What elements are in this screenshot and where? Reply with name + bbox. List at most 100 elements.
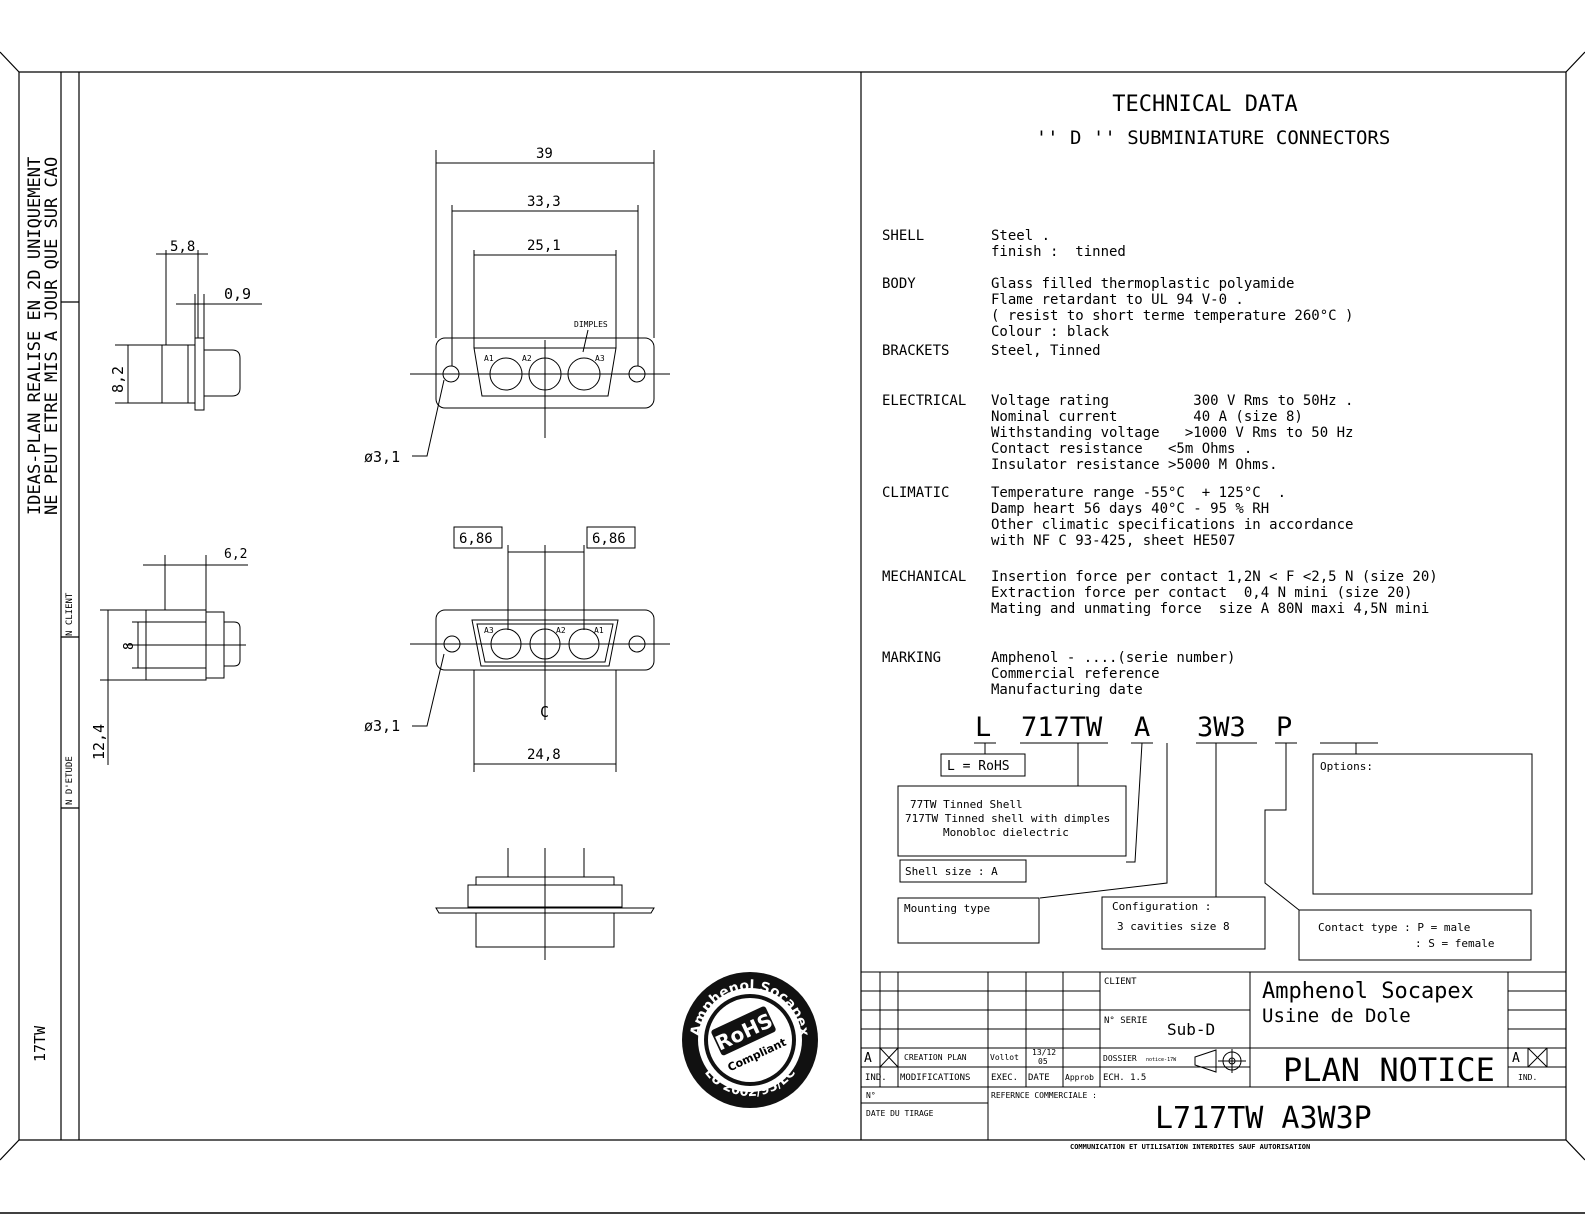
tb-ind-right: IND.: [1518, 1073, 1537, 1082]
dim-0-9: 0,9: [224, 285, 251, 303]
tb-no: N°: [866, 1091, 876, 1100]
dim-25-1: 25,1: [527, 238, 561, 254]
options-box: Options:: [1320, 760, 1373, 773]
tb-plan-notice: PLAN NOTICE: [1283, 1051, 1495, 1089]
tb-ind: IND.: [865, 1073, 887, 1083]
spec-line: Withstanding voltage >1000 V Rms to 50 H…: [991, 425, 1353, 441]
side-label-etude: N D'ETUDE: [65, 756, 75, 805]
code-char-l: L: [975, 712, 991, 743]
tb-exec: EXEC.: [991, 1073, 1018, 1083]
shell-box-line1: 77TW Tinned Shell: [910, 798, 1023, 811]
title-main: TECHNICAL DATA: [1112, 92, 1297, 117]
spec-line: Glass filled thermoplastic polyamide: [991, 276, 1294, 292]
shell-size-box: Shell size : A: [905, 865, 998, 878]
dim-6-86-right: 6,86: [592, 531, 626, 547]
tb-site: Usine de Dole: [1262, 1005, 1411, 1027]
tb-serie-label: N° SERIE: [1104, 1016, 1147, 1026]
spec-line: Flame retardant to UL 94 V-0 .: [991, 292, 1244, 308]
dim-6-2: 6,2: [224, 547, 247, 562]
dim-33-3: 33,3: [527, 194, 561, 210]
tb-serie-value: Sub-D: [1167, 1020, 1215, 1039]
dim-hole-top: ø3,1: [364, 448, 400, 466]
title-sub: '' D '' SUBMINIATURE CONNECTORS: [1036, 127, 1391, 149]
side-view-bottom: [100, 555, 248, 765]
rohs-code-box: L = RoHS: [947, 759, 1010, 774]
spec-line: Contact resistance <5m Ohms .: [991, 441, 1252, 457]
spec-line: Commercial reference: [991, 666, 1160, 682]
shell-box-line3: Monobloc dielectric: [943, 826, 1069, 839]
dim-12-4: 12,4: [90, 724, 108, 760]
part-code: L 717TW A 3W3 P: [975, 712, 1292, 743]
title-block-grid: [861, 971, 1566, 1140]
spec-label: BODY: [882, 276, 916, 292]
shell-box-line2: 717TW Tinned shell with dimples: [905, 812, 1110, 825]
bottom-view: [435, 848, 655, 960]
contact-box-line1: Contact type : P = male: [1318, 921, 1470, 934]
spec-line: Nominal current 40 A (size 8): [991, 409, 1303, 425]
dim-5-8: 5,8: [170, 239, 195, 255]
dimples-label: DIMPLES: [574, 320, 608, 329]
side-label-client: N CLIENT: [65, 592, 75, 636]
contact-box-line2: : S = female: [1415, 937, 1494, 950]
spec-line: Steel, Tinned: [991, 343, 1101, 359]
code-config: 3W3: [1197, 712, 1246, 743]
side-note-line2: NE PEUT ETRE MIS A JOUR QUE SUR CAO: [42, 157, 62, 515]
dim-6-86-left: 6,86: [459, 531, 493, 547]
spec-line: with NF C 93-425, sheet HE507: [991, 533, 1235, 549]
tb-author: Vollot: [990, 1053, 1019, 1062]
side-view-top: [115, 250, 262, 411]
spec-label: SHELL: [882, 228, 924, 244]
code-contact: P: [1276, 712, 1292, 743]
contact-a3-top: A3: [595, 354, 605, 363]
spec-line: Insulator resistance >5000 M Ohms.: [991, 457, 1278, 473]
tb-dossier-small: notice-17W: [1146, 1057, 1177, 1063]
contact-a3-rear: A3: [484, 626, 494, 635]
config-box-line1: Configuration :: [1112, 900, 1211, 913]
centerline-mark: C: [540, 703, 549, 721]
front-view-rear: [410, 526, 670, 772]
tb-dossier: DOSSIER: [1103, 1054, 1137, 1063]
dim-8-2: 8,2: [109, 366, 127, 393]
spec-line: finish : tinned: [991, 244, 1126, 260]
contact-a1-rear: A1: [594, 626, 604, 635]
tb-ech: ECH. 1.5: [1103, 1073, 1146, 1083]
contact-a2-top: A2: [522, 354, 532, 363]
spec-line: Insertion force per contact 1,2N < F <2,…: [991, 569, 1438, 585]
tb-creation: CREATION PLAN: [904, 1053, 967, 1062]
tb-tirage: DATE DU TIRAGE: [866, 1109, 934, 1118]
spec-label: BRACKETS: [882, 343, 949, 359]
spec-line: Temperature range -55°C + 125°C .: [991, 485, 1286, 501]
spec-line: Voltage rating 300 V Rms to 50Hz .: [991, 393, 1353, 409]
side-note-line1: IDEAS-PLAN REALISE EN 2D UNIQUEMENT: [25, 157, 45, 515]
contact-a2-rear: A2: [556, 626, 566, 635]
tb-ref-label: REFERNCE COMMERCIALE :: [991, 1091, 1097, 1100]
tb-approb: Approb: [1065, 1073, 1094, 1082]
code-leaders: [897, 742, 1533, 961]
tb-modifications: MODIFICATIONS: [900, 1073, 970, 1083]
dim-hole-rear: ø3,1: [364, 717, 400, 735]
dim-24-8: 24,8: [527, 747, 561, 763]
tb-rev-a: A: [864, 1051, 872, 1066]
spec-line: Steel .: [991, 228, 1050, 244]
tb-footer: COMMUNICATION ET UTILISATION INTERDITES …: [1070, 1143, 1310, 1151]
tb-date-label: DATE: [1028, 1073, 1050, 1083]
config-box-line2: 3 cavities size 8: [1117, 920, 1230, 933]
spec-line: Amphenol - ....(serie number): [991, 650, 1235, 666]
spec-label: MECHANICAL: [882, 569, 966, 585]
tb-rev-right: A: [1512, 1051, 1520, 1066]
spec-line: Extraction force per contact 0,4 N mini …: [991, 585, 1412, 601]
spec-label: ELECTRICAL: [882, 393, 966, 409]
tb-client-label: CLIENT: [1104, 977, 1137, 987]
dim-8: 8: [122, 642, 137, 650]
front-view-top: [410, 150, 670, 457]
rohs-seal: Amphenol Socapex EU 2002/95/EC RoHS Comp…: [682, 972, 818, 1108]
tb-date: 13/12: [1032, 1048, 1056, 1057]
spec-line: Other climatic specifications in accorda…: [991, 517, 1353, 533]
contact-a1-top: A1: [484, 354, 494, 363]
side-label-part: 17TW: [31, 1025, 49, 1062]
spec-line: Damp heart 56 days 40°C - 95 % RH: [991, 501, 1269, 517]
spec-line: Mating and unmating force size A 80N max…: [991, 601, 1429, 617]
spec-line: ( resist to short terme temperature 260°…: [991, 308, 1353, 324]
